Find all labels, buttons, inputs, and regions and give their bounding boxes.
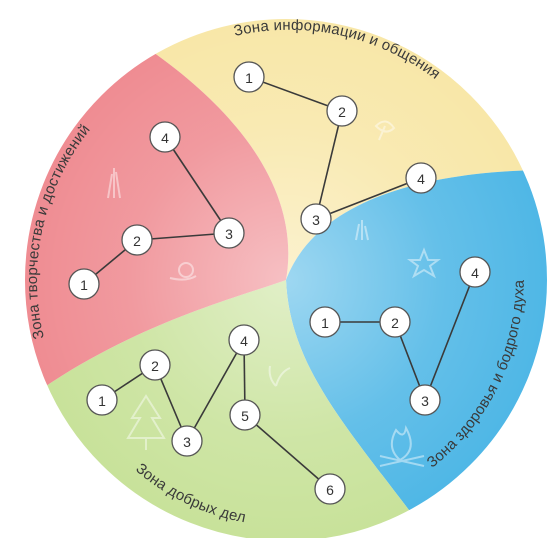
- campfire-icon: [379, 424, 425, 467]
- node-good-5: [229, 399, 261, 431]
- edge-health-3-4: [424, 271, 476, 401]
- edge-info-3-4: [315, 177, 422, 220]
- node-label-good-1: 1: [98, 393, 106, 409]
- reed-icon: [107, 168, 121, 199]
- node-create-1: [68, 268, 100, 300]
- graph-good: 1 2 3 4 5 6: [86, 324, 346, 505]
- node-label-good-2: 2: [151, 358, 159, 374]
- node-create-2: [121, 224, 153, 256]
- herb-icon: [268, 365, 291, 387]
- leaf-icon: [374, 120, 396, 141]
- node-label-info-2: 2: [338, 104, 346, 120]
- edge-info-2-3: [315, 110, 343, 220]
- node-health-4: [459, 256, 491, 288]
- node-label-create-2: 2: [133, 233, 141, 249]
- node-label-create-1: 1: [80, 277, 88, 293]
- node-label-health-2: 2: [391, 315, 399, 331]
- maple-leaf-icon: [407, 247, 441, 279]
- edge-info-1-2: [248, 76, 343, 112]
- zone-graphs: 1 2 3 4 1 2 3 4 1 2 3 4 5 6 1 2 3 4: [68, 61, 491, 505]
- node-good-1: [86, 384, 118, 416]
- node-info-2: [326, 95, 358, 127]
- node-label-good-5: 5: [241, 408, 249, 424]
- node-good-3: [171, 425, 203, 457]
- node-create-4: [149, 121, 181, 153]
- edge-good-3-4: [186, 339, 245, 442]
- snail-icon: [169, 262, 197, 281]
- node-label-good-6: 6: [326, 482, 334, 498]
- node-label-info-3: 3: [312, 212, 320, 228]
- node-label-good-4: 4: [240, 333, 248, 349]
- grass-icon: [355, 220, 369, 241]
- edge-good-5-6: [244, 414, 331, 490]
- node-good-2: [139, 349, 171, 381]
- fir-tree-icon: [126, 394, 166, 450]
- graph-info: 1 2 3 4: [233, 61, 437, 235]
- node-label-good-3: 3: [183, 434, 191, 450]
- graph-create: 1 2 3 4: [68, 121, 245, 300]
- node-label-health-1: 1: [321, 315, 329, 331]
- node-label-health-4: 4: [471, 265, 479, 281]
- node-health-1: [309, 306, 341, 338]
- node-label-info-4: 4: [417, 171, 425, 187]
- node-label-create-3: 3: [225, 226, 233, 242]
- node-create-3: [213, 217, 245, 249]
- node-info-1: [233, 61, 265, 93]
- node-health-2: [379, 306, 411, 338]
- edge-create-3-4: [164, 136, 230, 234]
- disc-outline: [23, 17, 549, 538]
- node-good-6: [314, 473, 346, 505]
- node-label-create-4: 4: [161, 130, 169, 146]
- node-good-4: [228, 324, 260, 356]
- node-label-health-3: 3: [421, 393, 429, 409]
- graph-health: 1 2 3 4: [309, 256, 491, 416]
- node-health-3: [409, 384, 441, 416]
- node-info-4: [405, 162, 437, 194]
- node-label-info-1: 1: [245, 70, 253, 86]
- node-info-3: [300, 203, 332, 235]
- decorations: [107, 120, 441, 467]
